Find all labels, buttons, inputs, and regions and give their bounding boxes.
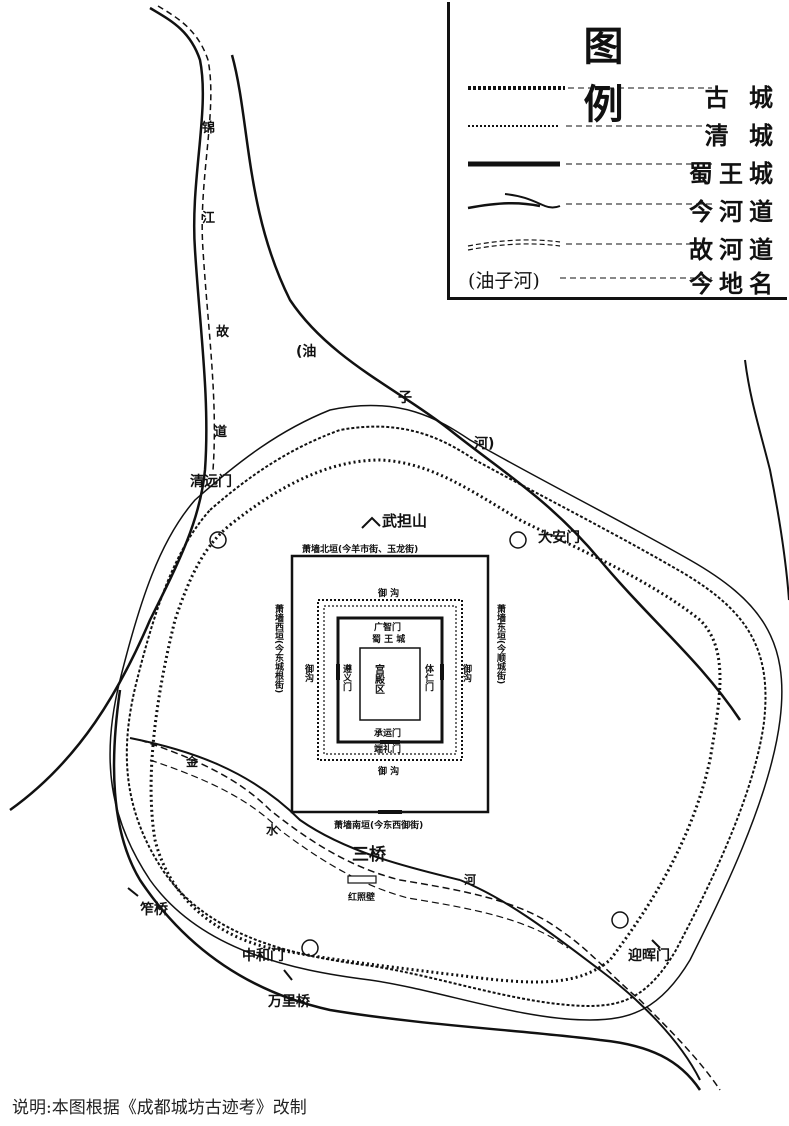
legend-row-river-old: 故河道 — [450, 226, 787, 264]
label-tiren-gate: 体仁门 — [423, 663, 434, 692]
river-jinshui — [129, 737, 461, 881]
hongzhao-wall — [347, 875, 377, 884]
label-river-jian-3: 故 — [216, 324, 230, 340]
label-east-wall: 萧墙东垣(今顺城街) — [495, 603, 507, 684]
bridge-icon-yingxi — [651, 939, 661, 949]
gate-icon-daan — [509, 531, 527, 549]
palace-area — [359, 647, 421, 721]
legend-row-modern-name: (油子河) 今地名 — [450, 260, 787, 298]
label-river-jin-3: 河 — [463, 872, 476, 887]
river-jinjiang-south — [112, 689, 702, 1091]
label-river-jin-1: 金 — [185, 754, 199, 769]
legend-label-river-old: 故河道 — [689, 236, 779, 264]
label-river-you-2: 子 — [398, 390, 412, 406]
label-palace-area: 宫殿区 — [373, 663, 386, 694]
label-shuwang-city: 蜀 王 城 — [372, 633, 405, 645]
label-daan-gate: 大安门 — [538, 529, 580, 546]
label-zunyi-gate: 遵义门 — [341, 663, 353, 692]
label-north-wall: 萧墙北垣(今羊市街、玉龙街) — [302, 543, 418, 555]
river-youzi — [230, 54, 742, 721]
label-duanli-gate: 端礼门 — [374, 743, 401, 755]
gate-marker-south — [380, 740, 400, 744]
legend-sample-river-old — [467, 239, 712, 251]
legend-label-ancient-wall: 古 城 — [704, 84, 779, 112]
river-jinshui-east — [459, 879, 701, 1081]
river-youzi-north — [744, 359, 789, 601]
label-chengyun-gate: 承运门 — [374, 727, 401, 739]
label-guangzhi-gate: 广智门 — [374, 621, 401, 633]
ancient-city-wall — [149, 458, 722, 984]
label-qingyuan-gate: 清远门 — [190, 473, 232, 490]
label-river-you-1: (油 — [296, 343, 316, 360]
label-river-jin-2: 水 — [266, 822, 279, 837]
label-river-you-3: 河) — [474, 435, 494, 452]
gate-icon-qingyuan — [209, 531, 227, 549]
legend-row-shu-wall: 蜀王城 — [450, 150, 787, 188]
label-moat-west: 御沟 — [303, 663, 315, 683]
river-jinjiang-west-inner — [157, 5, 216, 471]
legend-label-shu-wall: 蜀王城 — [689, 160, 779, 188]
label-moat-north: 御 沟 — [377, 587, 399, 599]
label-moat-east: 御沟 — [461, 663, 473, 683]
legend-title: 图 例 — [583, 24, 694, 128]
gate-icon-zhonghe — [301, 939, 319, 957]
legend-label-modern-name: 今地名 — [689, 270, 779, 298]
legend-row-qing-wall: 清 城 — [450, 112, 787, 150]
label-moat-south: 御 沟 — [377, 765, 399, 777]
legend: 图 例 古 城 清 城 蜀王城 今河道 — [447, 2, 787, 300]
qing-city-wall-crenel — [125, 425, 767, 1008]
legend-row-river-now: 今河道 — [450, 188, 787, 226]
label-river-jian-1: 锦 — [202, 120, 215, 136]
legend-sample-modern-name: (油子河) — [468, 270, 540, 292]
imperial-moat-inner — [323, 605, 457, 755]
label-river-jian-4: 道 — [214, 424, 227, 440]
label-river-jian-2: 江 — [202, 210, 215, 226]
legend-row-ancient-wall: 古 城 — [450, 74, 787, 112]
map-caption: 说明:本图根据《成都城坊古迹考》改制 — [12, 1098, 307, 1118]
old-river-course — [139, 739, 721, 1091]
label-wudan-shan: 武担山 — [382, 512, 427, 530]
legend-sample-shu-wall — [468, 161, 712, 167]
imperial-moat — [317, 599, 463, 761]
legend-sample-qing-wall — [468, 125, 712, 127]
qing-city-wall — [109, 404, 783, 1021]
label-wanli-qiao: 万里桥 — [267, 993, 311, 1010]
wudan-mountain-icon — [361, 516, 381, 529]
label-cha-qiao: 笮桥 — [140, 901, 169, 918]
label-san-qiao: 三桥 — [352, 845, 387, 865]
legend-sample-ancient-wall — [468, 86, 712, 90]
legend-label-qing-wall: 清 城 — [704, 122, 779, 150]
gate-icon-yingxi — [611, 911, 629, 929]
legend-label-river-now: 今河道 — [689, 198, 779, 226]
bridge-icon-cha — [127, 887, 139, 897]
gate-marker-west — [336, 664, 340, 680]
label-yingxi-gate: 迎晖门 — [628, 947, 670, 964]
gate-marker-east — [440, 664, 444, 680]
bridge-icon-wanli — [283, 969, 293, 981]
gate-marker-xiao-south — [378, 810, 402, 814]
label-south-wall: 萧墙南垣(今东西御街) — [334, 819, 423, 831]
river-jinjiang-west — [9, 6, 208, 812]
label-hongzhao-bi: 红照壁 — [348, 891, 375, 903]
label-west-wall: 萧墙西垣(今东城根街) — [273, 603, 285, 693]
label-zhonghe-gate: 中和门 — [242, 947, 284, 964]
legend-sample-river-now — [467, 193, 712, 210]
